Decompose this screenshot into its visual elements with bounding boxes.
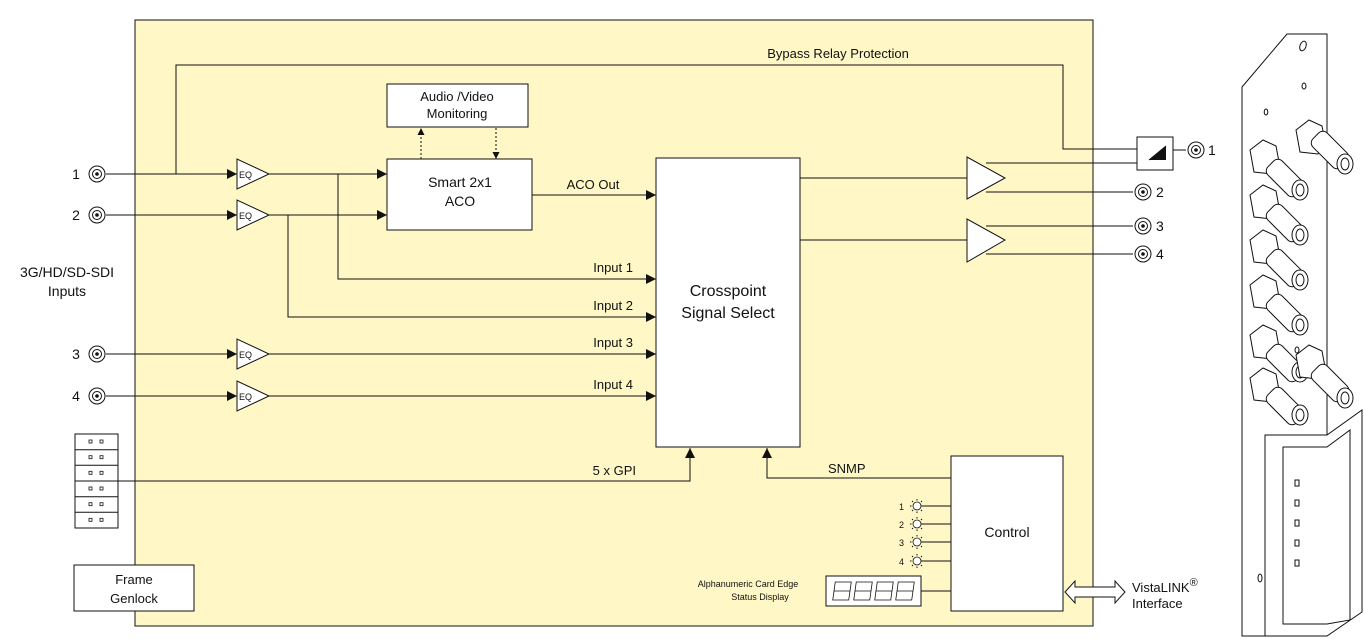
output-connector-1	[1187, 141, 1205, 159]
led-2	[910, 517, 951, 531]
vistalink-double-arrow	[1064, 579, 1126, 605]
input-2-path	[287, 215, 656, 322]
svg-text:Crosspoint: Crosspoint	[690, 283, 767, 300]
card-background	[134, 19, 1094, 627]
aco-out-label: ACO Out	[567, 177, 620, 192]
svg-text:EQ: EQ	[239, 392, 252, 402]
led-number-1: 1	[899, 502, 904, 512]
svg-text:ACO: ACO	[445, 193, 475, 209]
output-connector-3	[1134, 217, 1152, 235]
led-3	[910, 535, 951, 549]
led-1	[910, 499, 951, 513]
svg-text:Genlock: Genlock	[110, 591, 158, 606]
output-number-2: 2	[1156, 184, 1164, 200]
input-connector-2	[88, 206, 106, 224]
card-edge-label-line1: Alphanumeric Card Edge	[698, 579, 799, 589]
gpi-line	[118, 448, 695, 482]
led-4	[910, 554, 951, 568]
vistalink-label: VistaLINK®	[1132, 577, 1198, 595]
audio-video-monitoring-box: Audio /Video Monitoring	[386, 83, 529, 128]
crosspoint-signal-select-box: Crosspoint Signal Select	[655, 157, 801, 448]
bypass-relay-line	[175, 64, 1137, 174]
gpi-label: 5 x GPI	[593, 463, 636, 478]
input-1-path	[337, 174, 656, 284]
alphanumeric-display	[825, 575, 922, 607]
rear-panel-illustration	[1241, 33, 1363, 637]
output-number-4: 4	[1156, 246, 1164, 262]
smart-aco-box: Smart 2x1 ACO	[386, 158, 533, 231]
svg-text:EQ: EQ	[239, 211, 252, 221]
eq-1: EQ	[236, 158, 271, 190]
bypass-relay-label: Bypass Relay Protection	[767, 46, 909, 61]
svg-text:Frame: Frame	[115, 572, 153, 587]
eq-2: EQ	[236, 199, 271, 231]
svg-text:Smart 2x1: Smart 2x1	[428, 174, 492, 190]
input-connector-4	[88, 387, 106, 405]
svg-text:EQ: EQ	[239, 170, 252, 180]
led-number-3: 3	[899, 538, 904, 548]
svg-text:Signal Select: Signal Select	[681, 305, 775, 322]
gpi-connector-block	[74, 433, 119, 529]
input-number-1: 1	[72, 166, 80, 182]
card-edge-label-line2: Status Display	[731, 592, 789, 602]
input-number-2: 2	[72, 207, 80, 223]
output-number-1: 1	[1208, 142, 1216, 158]
control-box: Control	[950, 455, 1064, 612]
snmp-line	[762, 448, 951, 479]
eq-4: EQ	[236, 380, 271, 412]
output-connector-4	[1134, 245, 1152, 263]
inputs-label-line1: 3G/HD/SD-SDI	[20, 264, 114, 280]
input-1-label: Input 1	[593, 260, 633, 275]
svg-text:Monitoring: Monitoring	[427, 106, 488, 121]
input-3-label: Input 3	[593, 335, 633, 350]
input-number-3: 3	[72, 346, 80, 362]
frame-genlock-box: Frame Genlock	[73, 564, 195, 612]
input-number-4: 4	[72, 388, 80, 404]
led-number-4: 4	[899, 557, 904, 567]
input-2-label: Input 2	[593, 298, 633, 313]
svg-text:Control: Control	[984, 524, 1029, 540]
interface-label: Interface	[1132, 596, 1183, 611]
output-number-3: 3	[1156, 218, 1164, 234]
output-amplifier-2	[966, 218, 1007, 263]
bypass-relay-box	[1136, 136, 1174, 171]
input-connector-3	[88, 345, 106, 363]
led-number-2: 2	[899, 520, 904, 530]
snmp-label: SNMP	[828, 461, 866, 476]
eq-3: EQ	[236, 338, 271, 370]
output-amplifier-1	[966, 156, 1007, 200]
output-connector-2	[1134, 183, 1152, 201]
svg-text:EQ: EQ	[239, 350, 252, 360]
inputs-label-line2: Inputs	[48, 283, 86, 299]
svg-text:Audio /Video: Audio /Video	[420, 89, 494, 104]
input-4-label: Input 4	[593, 377, 633, 392]
input-connector-1	[88, 165, 106, 183]
